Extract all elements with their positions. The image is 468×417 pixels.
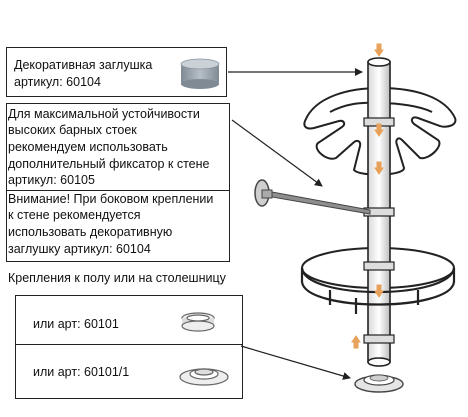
warning-line-1: Внимание! При боковом креплении (8, 192, 214, 206)
warning-callout-box (6, 190, 230, 262)
mounting-options-divider (15, 344, 243, 345)
callout-arrows (228, 68, 363, 380)
wall-fixator (254, 179, 371, 215)
fixator-line-1: Для максимальной устойчивости (8, 107, 200, 121)
fixator-line-3: рекомендуем использовать (8, 140, 168, 154)
mounting-heading: Крепления к полу или на столешницу (8, 271, 226, 285)
floor-mount (354, 374, 404, 393)
mounting-option-1-label: или арт: 60101 (33, 317, 119, 331)
fixator-line-2: высоких барных стоек (8, 123, 137, 137)
warning-line-2: к стене рекомендуется (8, 208, 141, 222)
warning-line-4: заглушку артикул: 60104 (8, 242, 151, 256)
mount-60101-1-icon (179, 368, 229, 386)
cap-callout-line2: артикул: 60104 (14, 75, 101, 89)
mounting-option-2-label: или арт: 60101/1 (33, 365, 130, 379)
fixator-callout-box (6, 103, 230, 191)
cap-callout-line1: Декоративная заглушка (14, 58, 153, 72)
fixator-line-4: дополнительный фиксатор к стене (8, 157, 210, 171)
warning-line-3: использовать декоративную (8, 225, 173, 239)
assembly-arrows (351, 43, 384, 349)
mount-60101-icon (181, 312, 215, 332)
fixator-line-5: артикул: 60105 (8, 173, 95, 187)
decorative-cap-icon (180, 58, 220, 89)
